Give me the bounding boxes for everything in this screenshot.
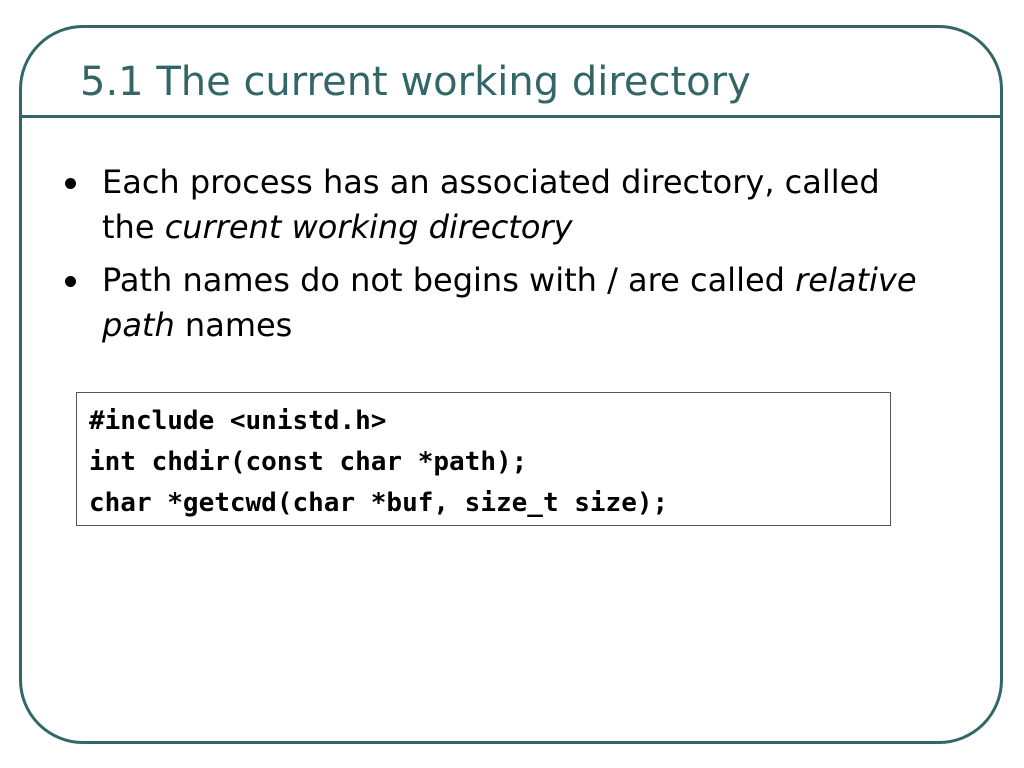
bullet-item: Path names do not begins with / are call…: [62, 258, 922, 348]
bullet-dot-icon: [65, 276, 76, 287]
bullet-text: Path names do not begins with / are call…: [102, 261, 796, 299]
bullet-text-after: names: [174, 306, 293, 344]
bullet-item: Each process has an associated directory…: [62, 160, 922, 250]
code-line: char *getcwd(char *buf, size_t size);: [89, 488, 669, 518]
bullet-emphasis: current working directory: [164, 208, 573, 246]
bullet-emphasis: relative path: [102, 261, 917, 344]
code-box: #include <unistd.h> int chdir(const char…: [76, 392, 891, 526]
code-line: #include <unistd.h>: [89, 406, 387, 436]
bullet-text: Each process has an associated directory…: [102, 163, 880, 246]
slide-frame: [19, 25, 1003, 744]
title-divider: [21, 115, 1003, 118]
bullet-list: Each process has an associated directory…: [62, 160, 922, 356]
bullet-dot-icon: [65, 178, 76, 189]
code-line: int chdir(const char *path);: [89, 447, 528, 477]
slide-title: 5.1 The current working directory: [80, 59, 751, 105]
